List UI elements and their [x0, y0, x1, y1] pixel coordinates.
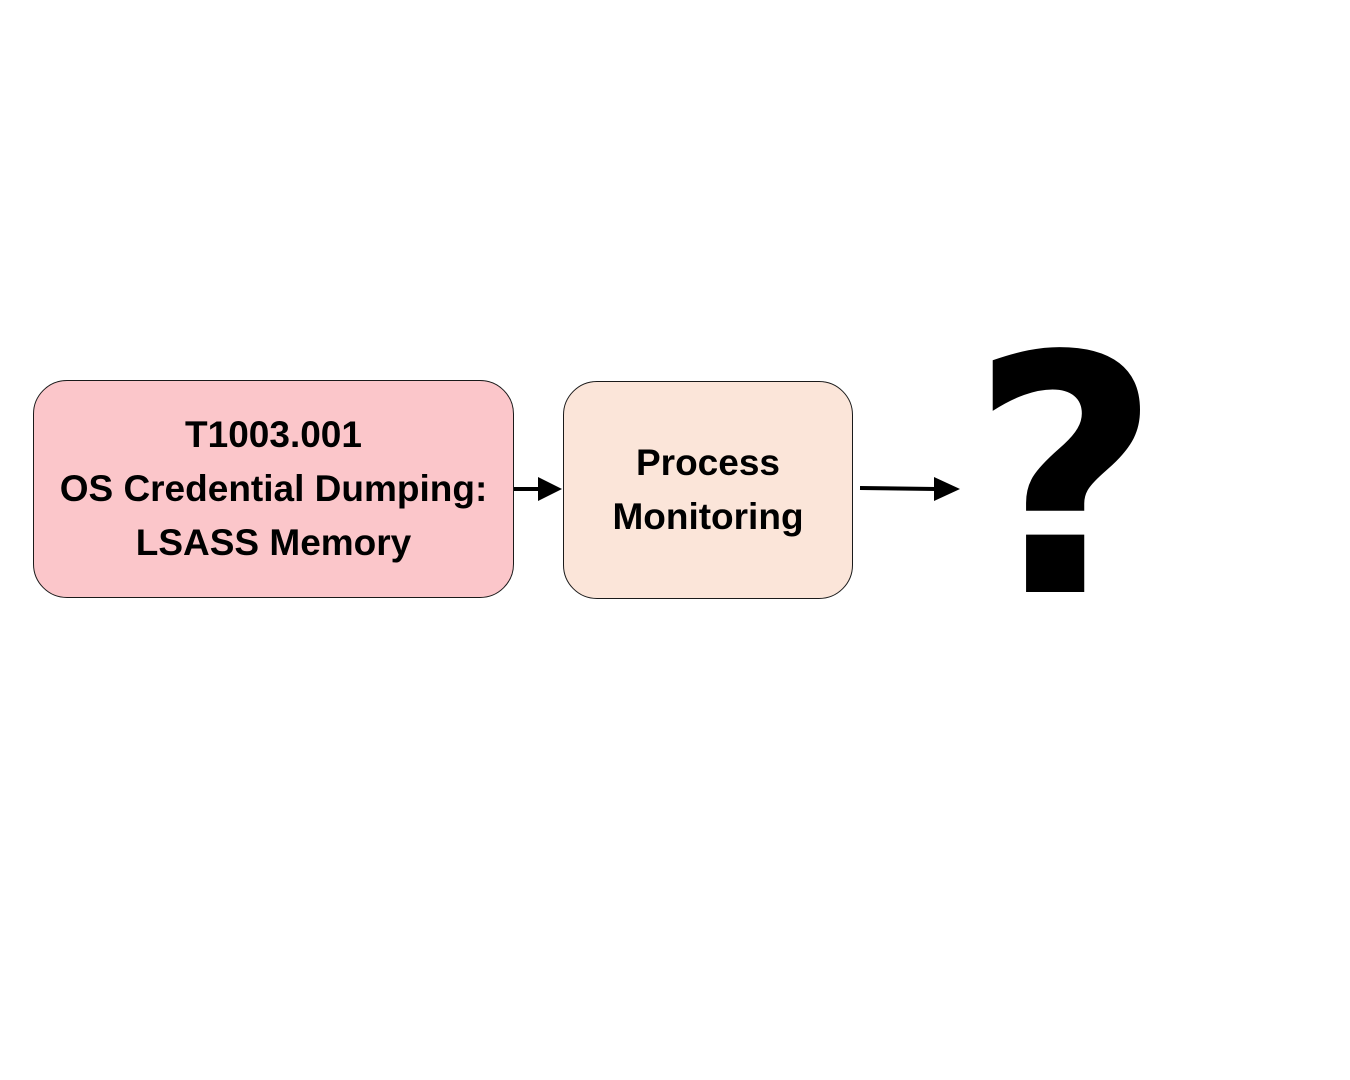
technique-id: T1003.001: [185, 414, 362, 455]
data-source-line-1: Process: [636, 442, 780, 483]
arrow-technique-to-data-source: [514, 477, 562, 501]
sub-technique-name: LSASS Memory: [135, 522, 412, 563]
technique-box: T1003.001 OS Credential Dumping: LSASS M…: [33, 380, 514, 598]
arrow-head: [538, 477, 562, 501]
data-source-box: Process Monitoring: [563, 381, 853, 599]
technique-name: OS Credential Dumping:: [59, 468, 488, 509]
data-source-line-2: Monitoring: [612, 496, 804, 537]
unknown-node: ?: [970, 286, 1162, 670]
arrow-shaft: [859, 486, 937, 491]
arrow-head: [934, 477, 960, 501]
arrow-data-source-to-unknown: [859, 477, 960, 501]
